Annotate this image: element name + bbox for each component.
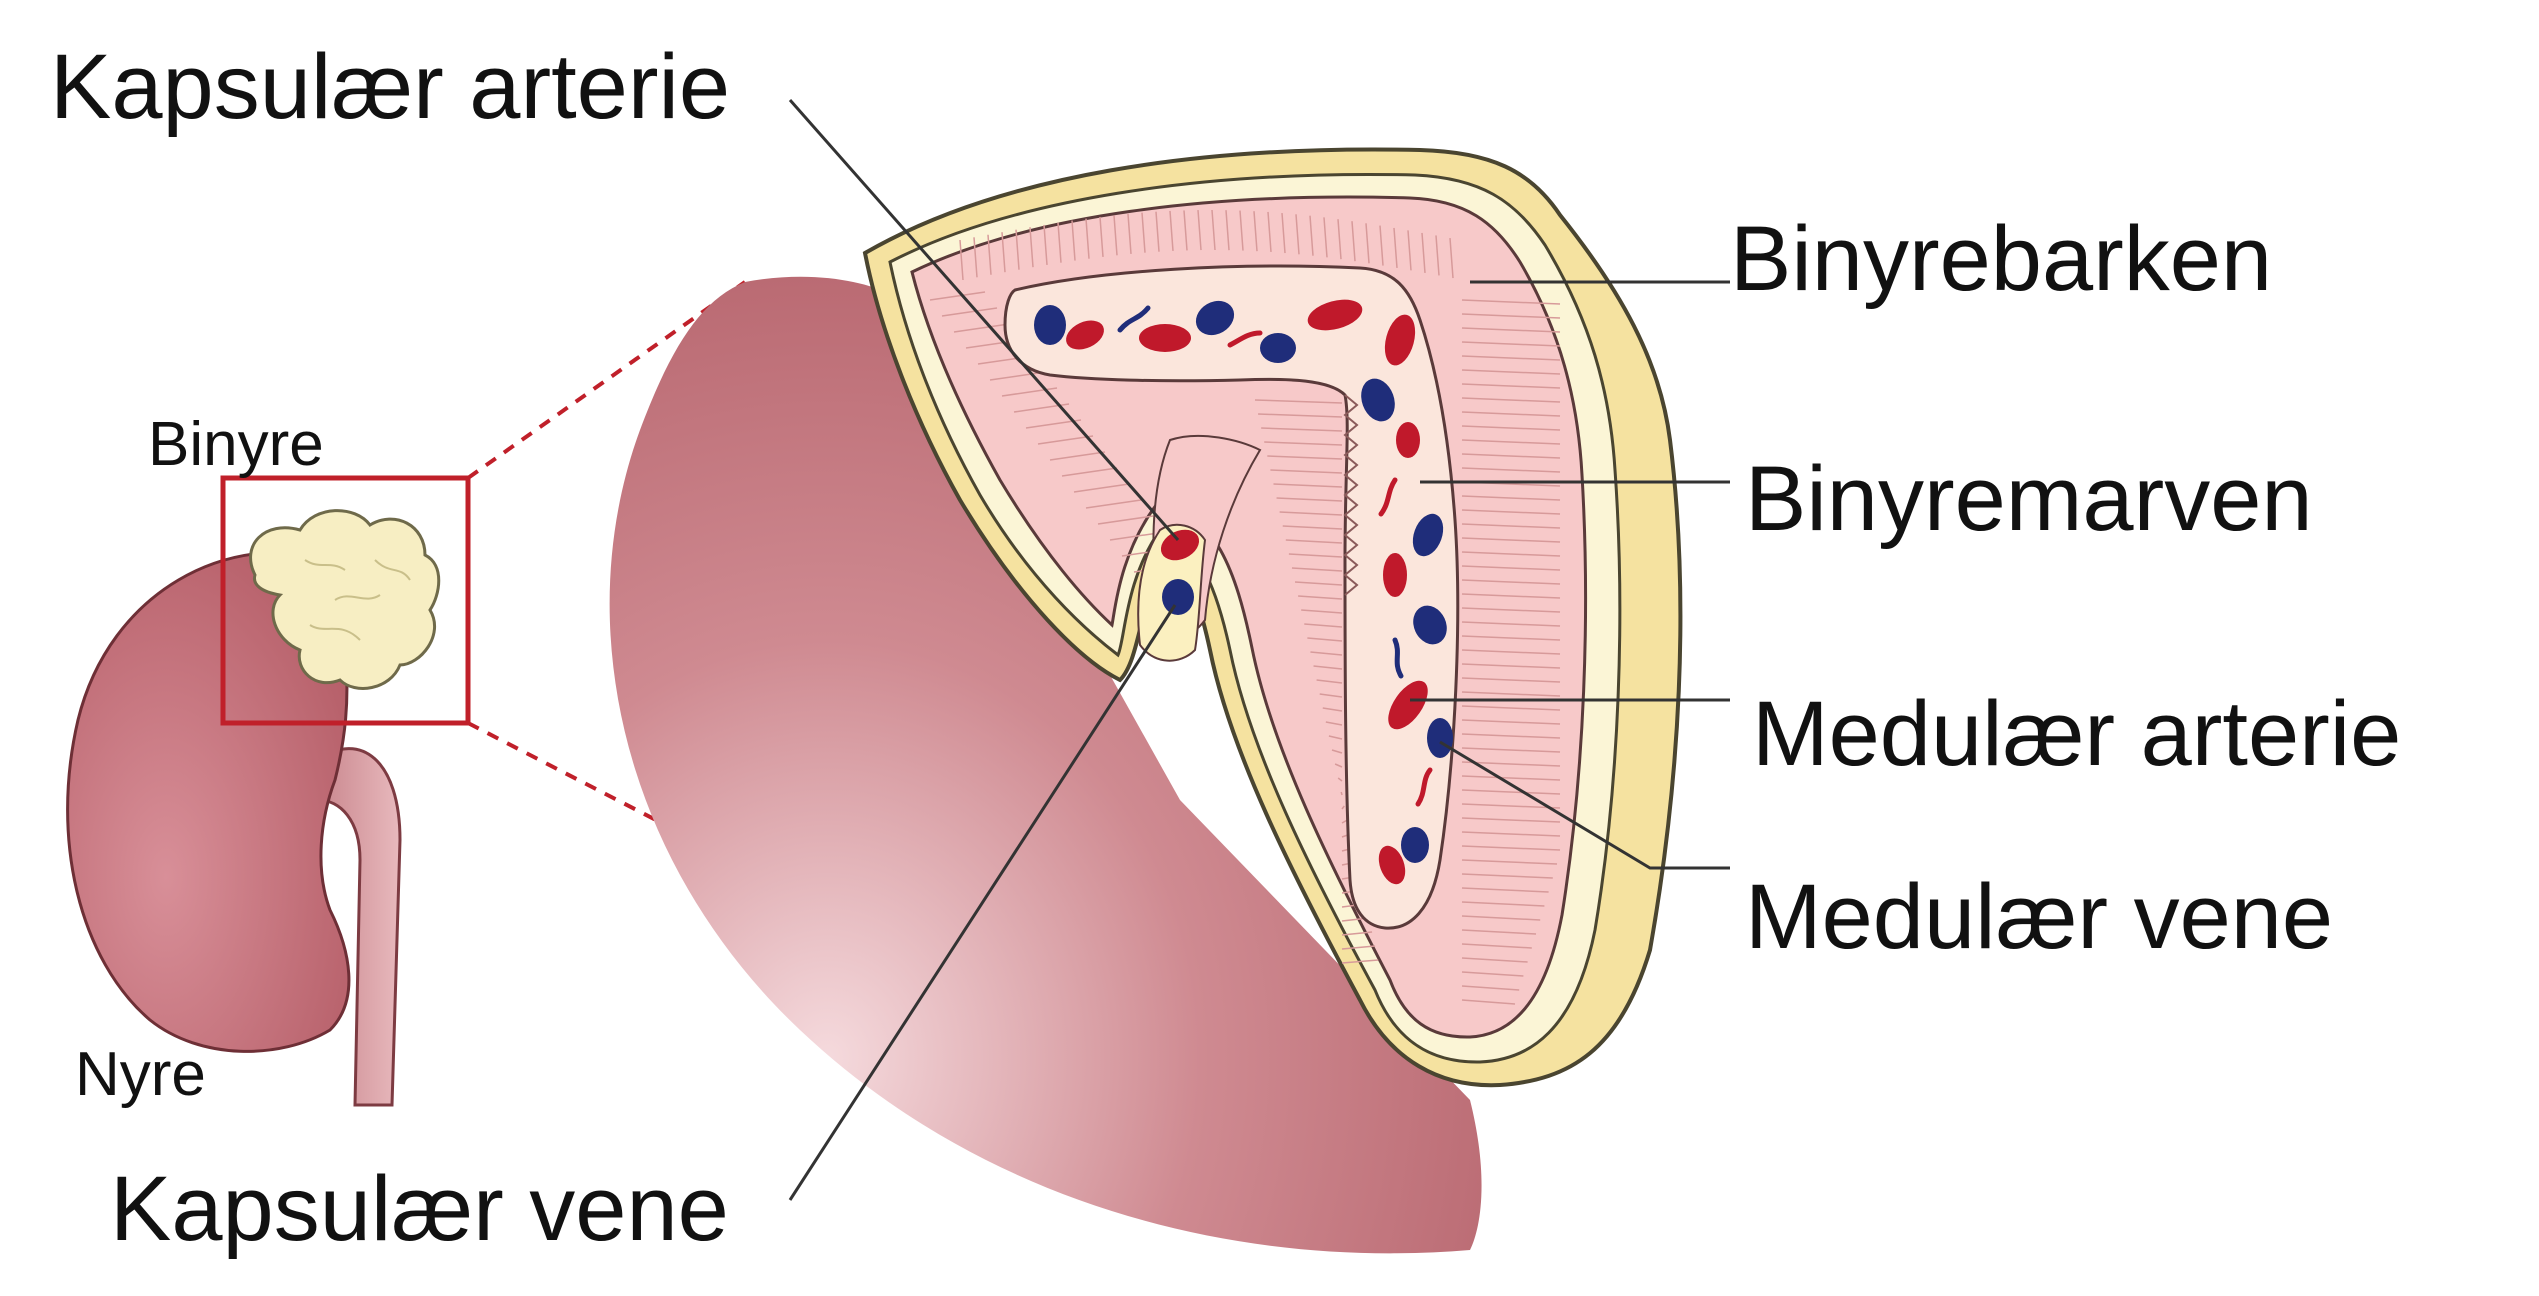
label-capsular-artery: Kapsulær arterie bbox=[50, 36, 730, 138]
artery-dot bbox=[1384, 314, 1416, 366]
vein-dot bbox=[1195, 300, 1235, 336]
artery-dot bbox=[1388, 680, 1428, 730]
label-kidney: Nyre bbox=[75, 1040, 206, 1109]
cortex-striations bbox=[929, 209, 1561, 1005]
artery-dot bbox=[1307, 299, 1363, 331]
kidney-overview bbox=[66, 280, 1471, 1242]
label-capsular-vein: Kapsulær vene bbox=[110, 1158, 729, 1260]
medulla-zigzag bbox=[1343, 394, 1359, 596]
zoom-box bbox=[220, 475, 471, 726]
ureter bbox=[316, 747, 402, 1107]
blood-vessels bbox=[1034, 299, 1453, 885]
artery-dot bbox=[1396, 422, 1420, 458]
label-adrenal-gland: Binyre bbox=[148, 410, 324, 479]
capsular-artery-dot bbox=[1160, 529, 1200, 561]
vein-dot bbox=[1034, 305, 1066, 345]
label-adrenal-medulla: Binyremarven bbox=[1745, 448, 2313, 550]
labels: Kapsulær arterie Kapsulær vene Binyrebar… bbox=[50, 36, 2401, 1260]
leader-capsular-vein bbox=[788, 604, 1177, 1201]
capsular-vein-dot bbox=[1162, 579, 1194, 615]
artery-dot bbox=[1066, 320, 1104, 350]
label-adrenal-cortex: Binyrebarken bbox=[1730, 208, 2272, 310]
small-adrenal-gland bbox=[249, 509, 441, 690]
adrenal-cross-section bbox=[862, 147, 1683, 1088]
vein-dot bbox=[1412, 513, 1444, 557]
zoom-line-bottom bbox=[467, 721, 1471, 1242]
vein-dot bbox=[1260, 333, 1296, 363]
artery-dot bbox=[1383, 553, 1407, 597]
label-medullary-vein: Medulær vene bbox=[1745, 866, 2333, 968]
leader-capsular-artery bbox=[788, 99, 1180, 541]
vein-dot bbox=[1413, 605, 1447, 645]
leader-medullary-vein bbox=[1439, 740, 1730, 870]
vein-dot bbox=[1427, 718, 1453, 758]
artery-dot bbox=[1378, 845, 1406, 885]
large-kidney bbox=[609, 276, 1482, 1254]
vein-squiggle bbox=[1392, 637, 1404, 679]
artery-squiggle bbox=[1227, 330, 1263, 348]
vein-squiggle bbox=[1117, 305, 1151, 333]
vein-dot bbox=[1401, 827, 1429, 863]
label-medullary-artery: Medulær arterie bbox=[1752, 683, 2401, 785]
artery-dot bbox=[1139, 324, 1191, 352]
artery-squiggle bbox=[1415, 767, 1433, 807]
small-kidney bbox=[66, 551, 351, 1053]
leader-lines bbox=[788, 99, 1730, 1201]
vein-dot bbox=[1361, 378, 1395, 422]
artery-squiggle bbox=[1378, 477, 1398, 517]
